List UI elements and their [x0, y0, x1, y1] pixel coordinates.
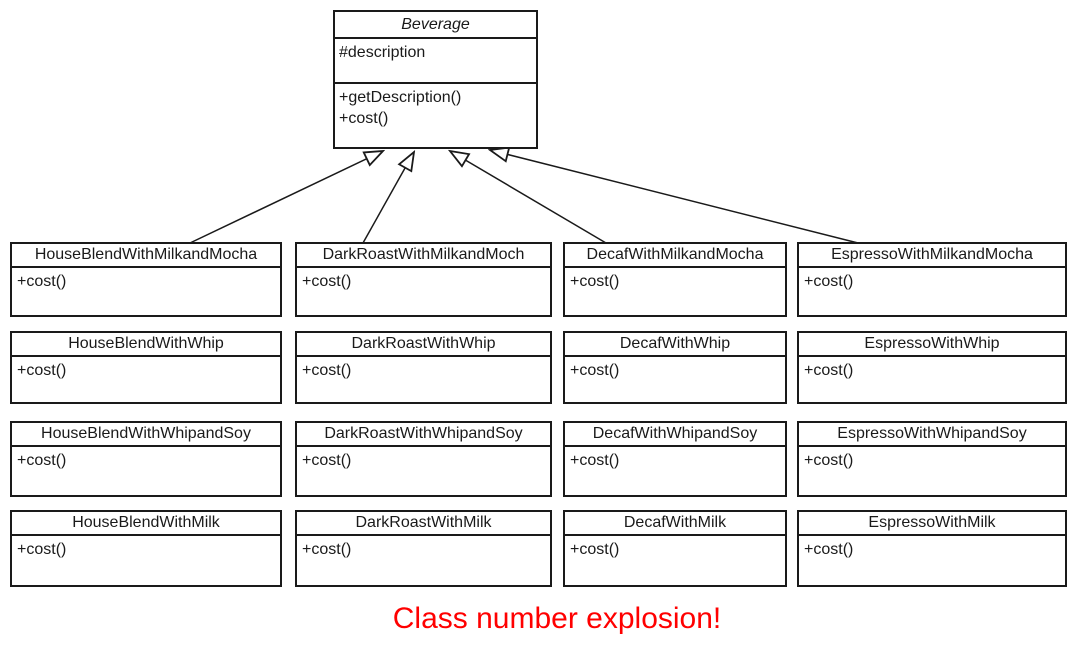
subclass-box: DecafWithMilk +cost() — [563, 510, 787, 587]
subclass-box: EspressoWithWhip +cost() — [797, 331, 1067, 404]
class-method: +cost() — [17, 541, 67, 558]
class-method: +cost() — [804, 541, 854, 558]
class-method: +cost() — [570, 452, 620, 469]
class-name: DecafWithWhipandSoy — [565, 423, 785, 447]
subclass-box: EspressoWithMilk +cost() — [797, 510, 1067, 587]
inheritance-line — [189, 151, 383, 244]
class-method: +cost() — [17, 273, 67, 290]
class-name: DecafWithMilk — [565, 512, 785, 536]
class-name: EspressoWithMilkandMocha — [799, 244, 1065, 268]
class-method: +cost() — [302, 273, 352, 290]
class-method: +cost() — [804, 362, 854, 379]
subclass-box: DarkRoastWithMilk +cost() — [295, 510, 552, 587]
class-method: +cost() — [570, 362, 620, 379]
class-name: DecafWithWhip — [565, 333, 785, 357]
inheritance-line — [362, 152, 414, 244]
subclass-box: HouseBlendWithMilk +cost() — [10, 510, 282, 587]
class-name: EspressoWithWhipandSoy — [799, 423, 1065, 447]
class-name: HouseBlendWithWhip — [12, 333, 280, 357]
class-method: +cost() — [17, 452, 67, 469]
subclass-box: EspressoWithMilkandMocha +cost() — [797, 242, 1067, 317]
class-name: EspressoWithWhip — [799, 333, 1065, 357]
class-name: HouseBlendWithMilk — [12, 512, 280, 536]
subclass-box: DarkRoastWithWhip +cost() — [295, 331, 552, 404]
class-method: +cost() — [570, 273, 620, 290]
class-method: +cost() — [302, 452, 352, 469]
class-method: +getDescription() — [339, 89, 462, 106]
class-method: +cost() — [570, 541, 620, 558]
subclass-box: DecafWithWhip +cost() — [563, 331, 787, 404]
class-name: EspressoWithMilk — [799, 512, 1065, 536]
subclass-box: DarkRoastWithMilkandMoch +cost() — [295, 242, 552, 317]
class-name: DarkRoastWithWhipandSoy — [297, 423, 550, 447]
class-name: HouseBlendWithWhipandSoy — [12, 423, 280, 447]
class-method: +cost() — [302, 541, 352, 558]
class-name: HouseBlendWithMilkandMocha — [12, 244, 280, 268]
subclass-box: HouseBlendWithWhipandSoy +cost() — [10, 421, 282, 497]
inheritance-line — [490, 150, 859, 244]
caption: Class number explosion! — [392, 602, 722, 635]
class-name: Beverage — [335, 12, 536, 39]
class-name: DecafWithMilkandMocha — [565, 244, 785, 268]
subclass-box: DecafWithWhipandSoy +cost() — [563, 421, 787, 497]
subclass-box: HouseBlendWithWhip +cost() — [10, 331, 282, 404]
class-name: DarkRoastWithMilk — [297, 512, 550, 536]
class-method: +cost() — [17, 362, 67, 379]
class-method: +cost() — [804, 452, 854, 469]
subclass-box: EspressoWithWhipandSoy +cost() — [797, 421, 1067, 497]
subclass-box: DarkRoastWithWhipandSoy +cost() — [295, 421, 552, 497]
class-method: +cost() — [302, 362, 352, 379]
class-attribute: #description — [339, 44, 426, 61]
class-method: +cost() — [804, 273, 854, 290]
class-method: +cost() — [339, 110, 389, 127]
subclass-box: HouseBlendWithMilkandMocha +cost() — [10, 242, 282, 317]
inheritance-line — [450, 151, 607, 244]
class-name: DarkRoastWithMilkandMoch — [297, 244, 550, 268]
subclass-box: DecafWithMilkandMocha +cost() — [563, 242, 787, 317]
class-name: DarkRoastWithWhip — [297, 333, 550, 357]
base-class-box: Beverage #description +getDescription() … — [333, 10, 538, 149]
